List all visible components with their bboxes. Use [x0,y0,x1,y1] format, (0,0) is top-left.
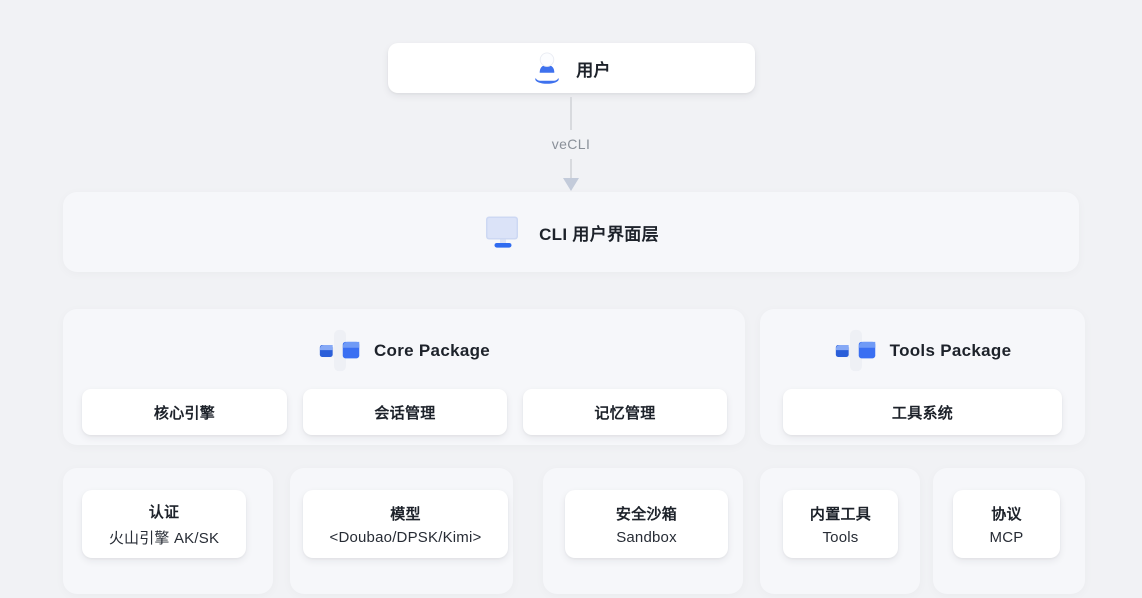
user-node: 用户 [388,43,755,93]
connector-line-top [570,97,572,130]
card-builtin-tools: 内置工具 Tools [783,490,898,558]
cli-layer-node: CLI 用户界面层 [63,192,1079,272]
user-label: 用户 [576,60,611,80]
core-package-header: Core Package [63,323,745,379]
module-label: 会话管理 [374,404,436,422]
cli-layer-label: CLI 用户界面层 [539,224,659,244]
card-title: 安全沙箱 [615,505,678,523]
card-title: 模型 [390,505,421,523]
package-icon [319,329,360,372]
core-package-title: Core Package [373,341,491,360]
card-subtitle: 火山引擎 AK/SK [108,529,220,547]
card-protocol: 协议 MCP [953,490,1060,558]
module-label: 核心引擎 [153,404,216,422]
module-label: 工具系统 [891,404,954,422]
core-package-panel: Core Package 核心引擎 会话管理 记忆管理 [63,309,745,445]
connector-label: veCLI [551,136,591,152]
connector-line-bottom [570,159,572,178]
module-card-core-engine: 核心引擎 [82,389,287,435]
card-subtitle: Tools [822,528,859,546]
tools-package-header: Tools Package [760,323,1085,379]
tools-package-panel: Tools Package 工具系统 [760,309,1085,445]
monitor-icon [486,216,519,248]
module-card-session-management: 会话管理 [303,389,507,435]
module-card-tool-system: 工具系统 [783,389,1062,435]
card-title: 内置工具 [809,505,872,523]
user-icon [535,51,559,84]
arrow-down-icon [563,178,579,191]
card-subtitle: Sandbox [616,528,677,546]
card-title: 认证 [148,503,180,521]
card-subtitle: MCP [989,528,1024,546]
card-subtitle: <Doubao/DPSK/Kimi> [329,528,482,546]
card-title: 协议 [991,505,1022,523]
card-security-sandbox: 安全沙箱 Sandbox [565,490,728,558]
card-model: 模型 <Doubao/DPSK/Kimi> [303,490,508,558]
module-label: 记忆管理 [594,404,656,422]
package-icon [835,329,875,372]
card-authentication: 认证 火山引擎 AK/SK [82,490,246,558]
module-card-memory-management: 记忆管理 [523,389,727,435]
tools-package-title: Tools Package [889,341,1012,360]
